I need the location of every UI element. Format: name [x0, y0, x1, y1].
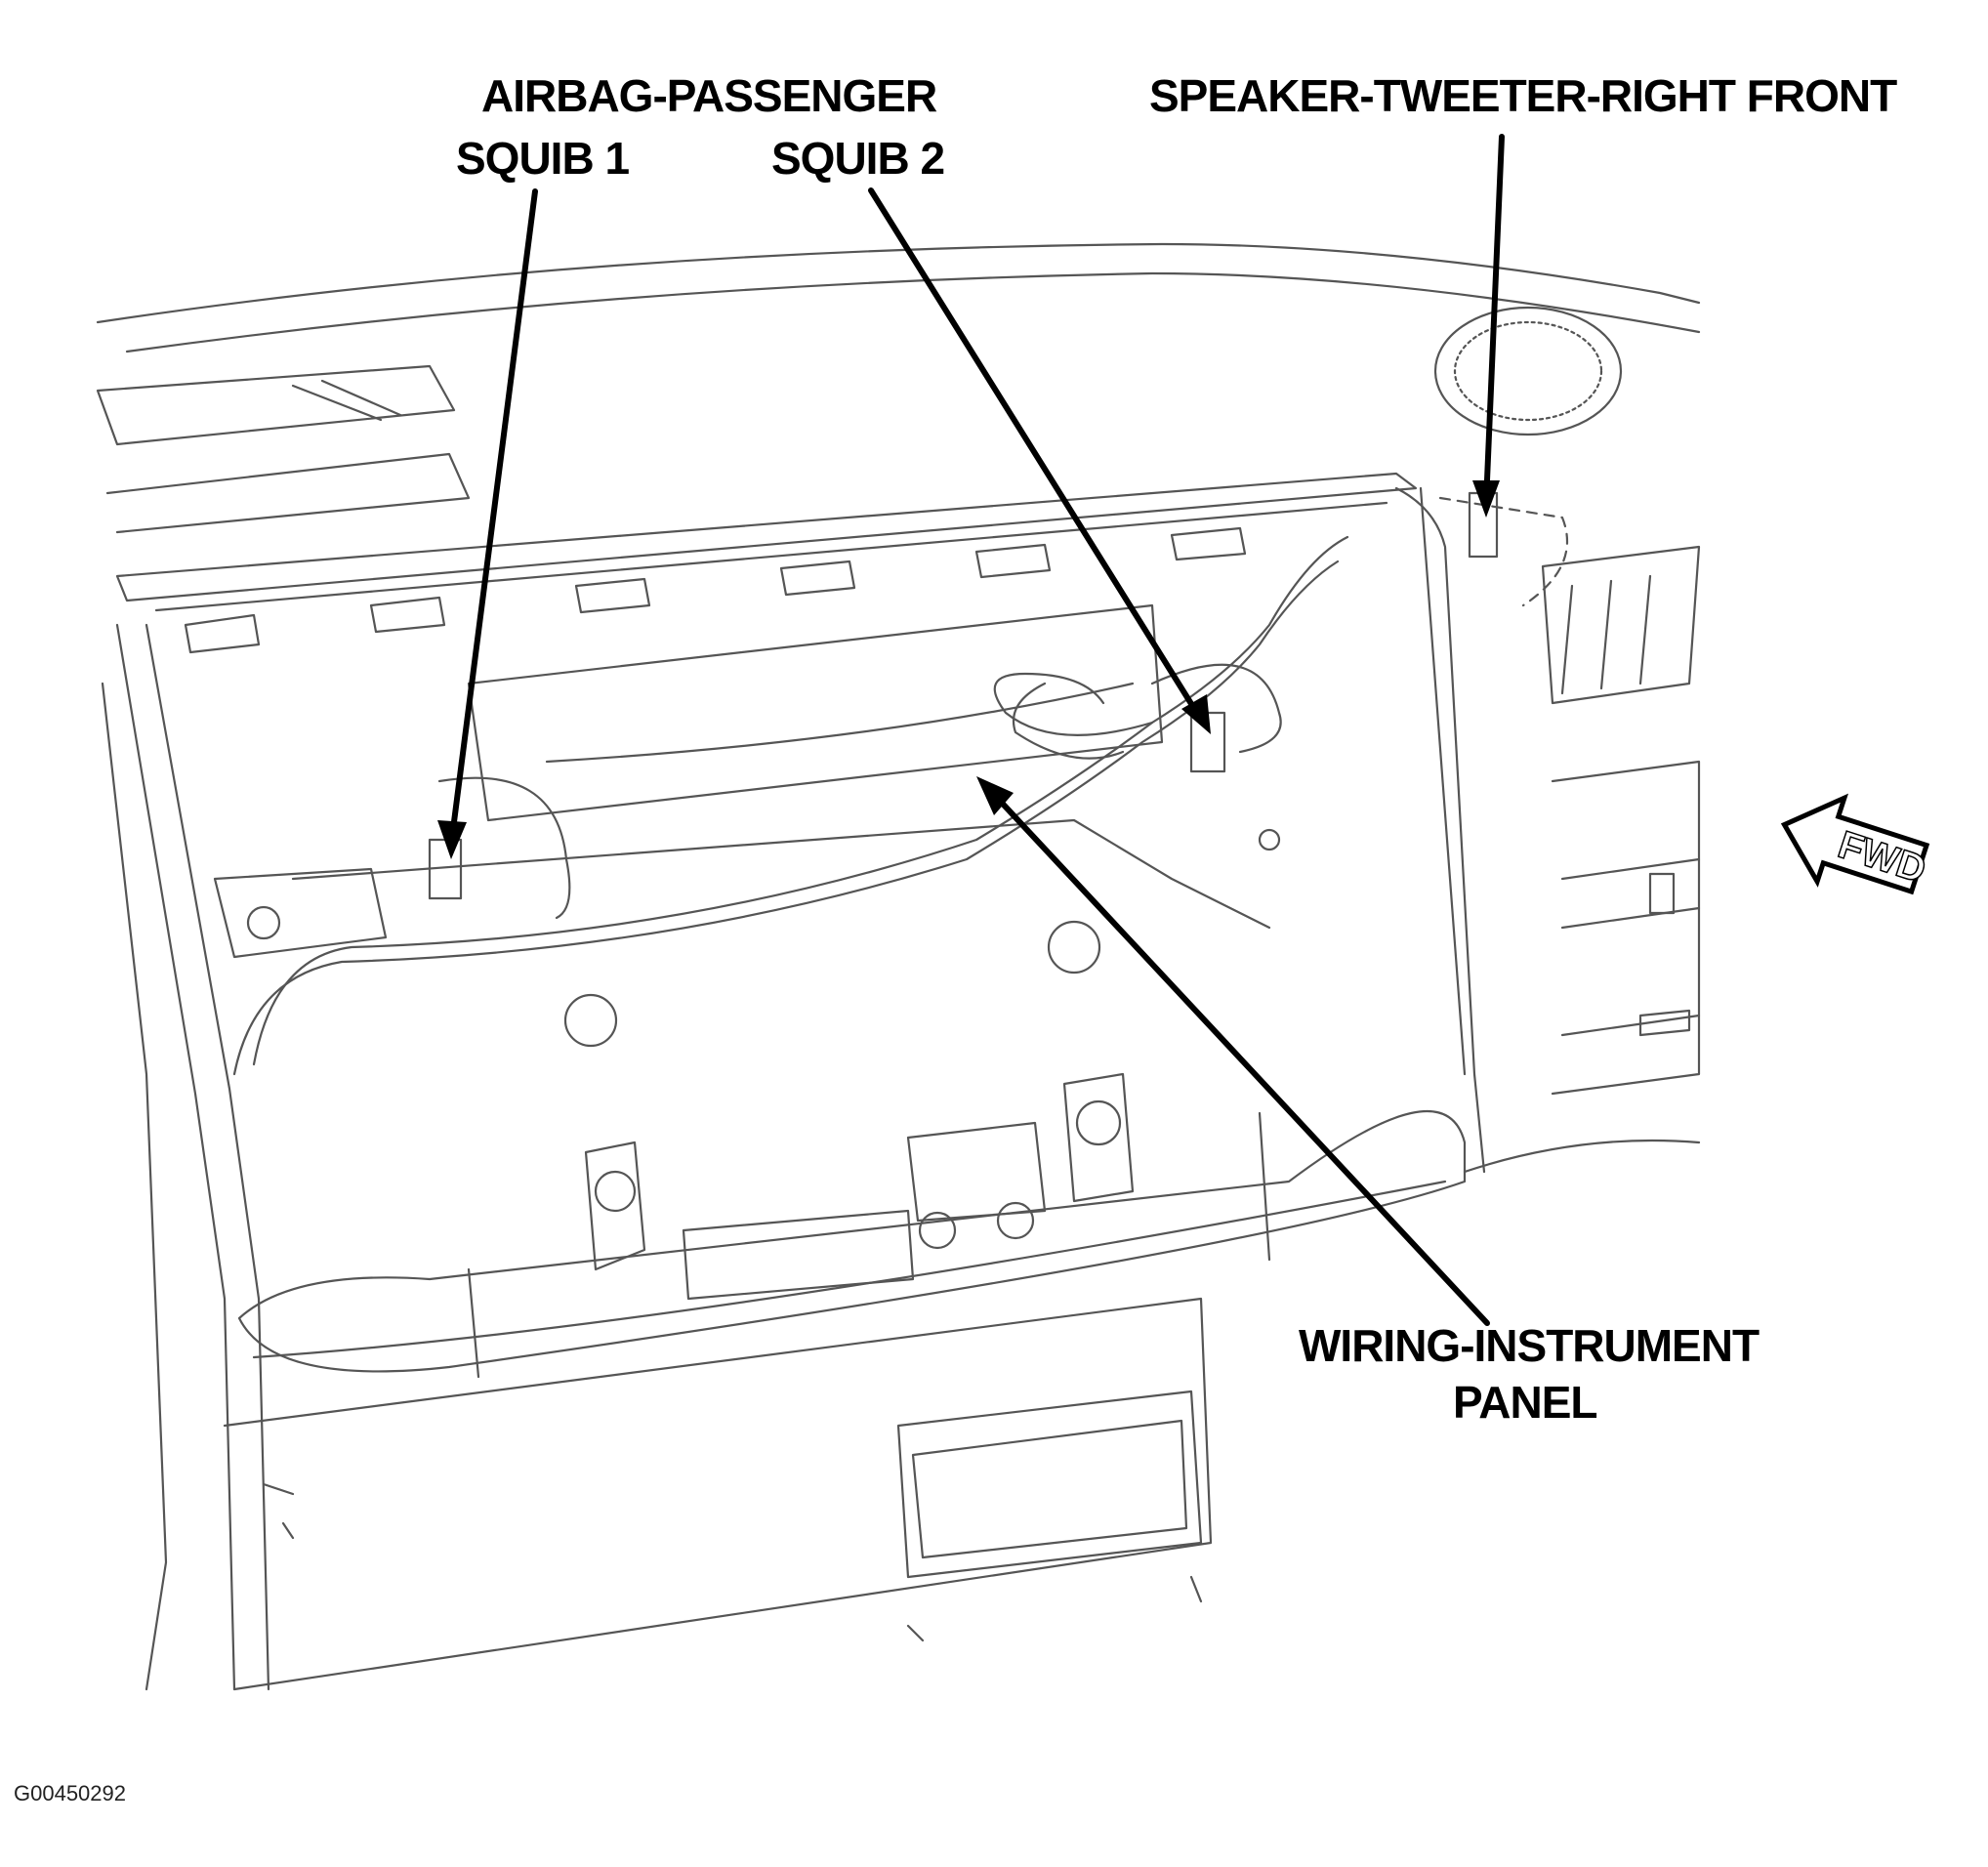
squib-2-label: SQUIB 2 [771, 133, 945, 184]
wiring-instrument-label: WIRING-INSTRUMENT [1299, 1320, 1760, 1371]
wiring-harness [252, 535, 1349, 1066]
squib-1-label: SQUIB 1 [456, 133, 630, 184]
rail-clips [184, 526, 1247, 654]
lower-knee-panel [223, 1297, 1213, 1691]
fwd-arrow-icon: FWD [1780, 793, 1931, 895]
leader-squib-2 [868, 187, 1206, 726]
glovebox-right-edge [1394, 486, 1486, 1174]
center-stack-vent [1541, 545, 1701, 705]
dash-top-edge [96, 242, 1701, 324]
tweeter-grille [1433, 306, 1623, 436]
upper-rail [115, 472, 1418, 602]
lower-access-panel [896, 1390, 1203, 1579]
figure-code: G00450292 [14, 1781, 126, 1805]
defroster-vent [96, 364, 456, 446]
lower-bolster [237, 1110, 1467, 1373]
leader-squib-1 [448, 188, 538, 848]
speaker-tweeter-label: SPEAKER-TWEETER-RIGHT FRONT [1149, 70, 1897, 121]
left-pillar [115, 623, 236, 1691]
glovebox-back [467, 603, 1164, 822]
airbag-passenger-label: AIRBAG-PASSENGER [481, 70, 937, 121]
leader-wiring [983, 783, 1490, 1326]
panel-label: PANEL [1453, 1377, 1597, 1428]
leader-speaker [1483, 134, 1505, 506]
